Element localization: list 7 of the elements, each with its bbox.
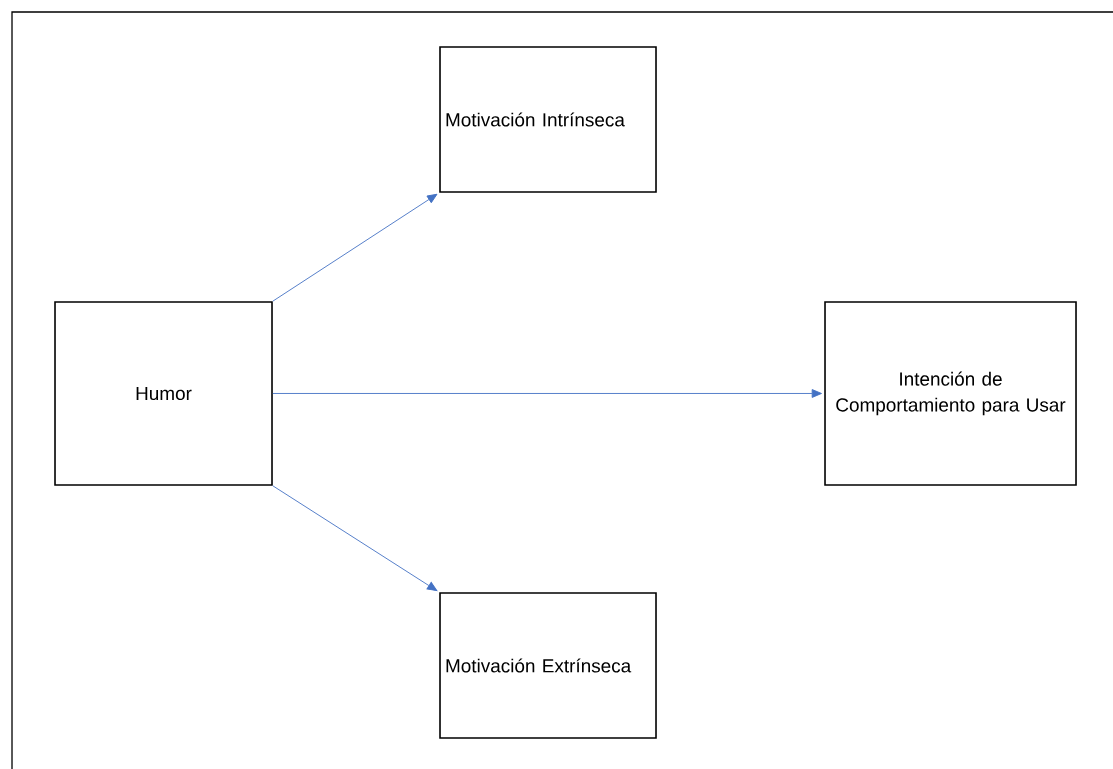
arrow: [272, 193, 438, 302]
arrow: [272, 485, 438, 592]
box: Motivación Intrínseca: [439, 46, 657, 193]
box: Intención de Comportamiento para Usar: [824, 301, 1077, 486]
arrow: [272, 389, 822, 398]
box: Motivación Extrínseca: [439, 592, 657, 739]
box: Humor: [54, 301, 273, 486]
